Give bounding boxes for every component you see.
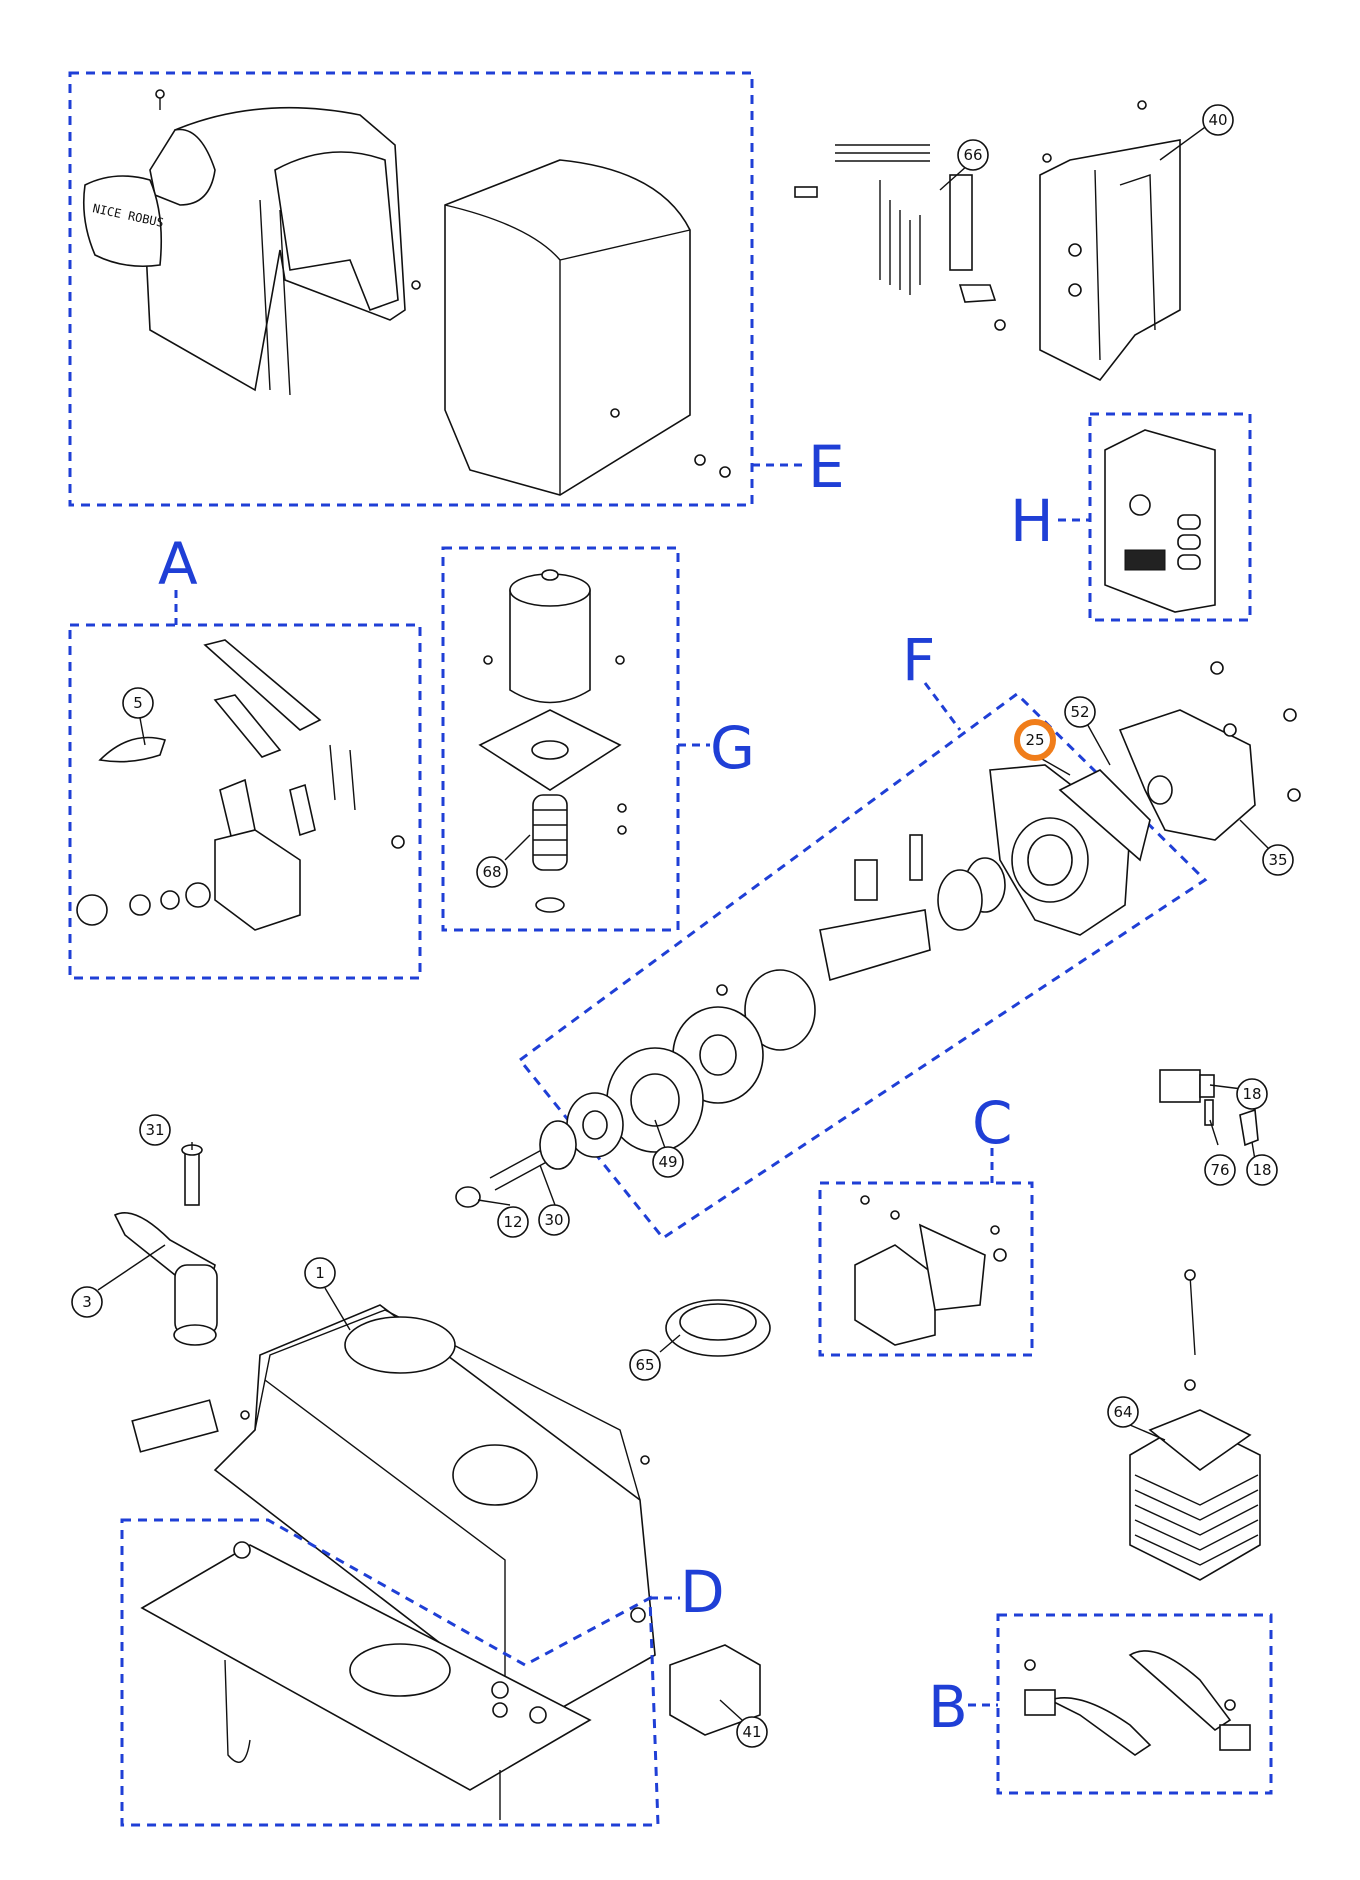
release-lever xyxy=(113,1144,218,1346)
group-e-box xyxy=(68,71,754,507)
group-b: B xyxy=(928,1613,1273,1795)
group-h-box xyxy=(1088,412,1252,622)
svg-text:18: 18 xyxy=(1252,1161,1271,1179)
svg-text:41: 41 xyxy=(742,1723,761,1741)
callout-12: 12 xyxy=(497,1206,529,1238)
group-h-label: H xyxy=(1010,487,1054,555)
group-e-label: E xyxy=(808,433,845,501)
group-f-box xyxy=(517,692,1208,1241)
group-h: H xyxy=(1010,412,1252,622)
seal-ring xyxy=(665,1299,771,1357)
svg-text:40: 40 xyxy=(1208,111,1227,129)
svg-text:49: 49 xyxy=(658,1153,677,1171)
svg-text:76: 76 xyxy=(1210,1161,1229,1179)
svg-text:65: 65 xyxy=(635,1356,654,1374)
control-board xyxy=(1104,429,1216,613)
svg-text:1: 1 xyxy=(315,1264,325,1282)
callout-5: 5 xyxy=(122,687,154,719)
wiring-harness xyxy=(794,144,1006,331)
connector-block xyxy=(1159,1069,1259,1147)
svg-text:52: 52 xyxy=(1070,703,1089,721)
group-g: G xyxy=(441,546,755,932)
callout-25-highlight xyxy=(1014,719,1056,761)
gearbox-assembly xyxy=(566,764,1151,1158)
rear-cover xyxy=(444,159,731,496)
callout-25: 25 xyxy=(1014,719,1056,761)
callout-52: 52 xyxy=(1064,696,1096,728)
svg-text:31: 31 xyxy=(145,1121,164,1139)
limit-switch-board xyxy=(854,1195,1007,1346)
motor xyxy=(478,569,627,913)
group-a-label: A xyxy=(158,530,198,598)
callout-30: 30 xyxy=(538,1204,570,1236)
svg-text:5: 5 xyxy=(133,694,143,712)
limit-brackets xyxy=(1024,1650,1251,1756)
callout-18-bottom: 18 xyxy=(1246,1154,1278,1186)
front-cover: NICE ROBUS xyxy=(82,89,421,396)
svg-text:3: 3 xyxy=(82,1293,92,1311)
callout-35: 35 xyxy=(1262,844,1294,876)
group-e: E NICE ROBUS xyxy=(68,71,845,507)
group-c-label: C xyxy=(972,1089,1013,1157)
group-d: D xyxy=(120,1518,761,1827)
base-casing xyxy=(131,1304,656,1721)
group-f: F xyxy=(517,626,1208,1241)
mounting-plate xyxy=(140,1541,646,1820)
callout-76: 76 xyxy=(1204,1154,1236,1186)
group-a: A xyxy=(68,530,422,980)
group-b-label: B xyxy=(928,1673,968,1741)
callout-65: 65 xyxy=(629,1349,661,1381)
svg-text:35: 35 xyxy=(1268,851,1287,869)
callout-40: 40 xyxy=(1202,104,1234,136)
release-mechanism xyxy=(76,639,405,931)
callout-68: 68 xyxy=(476,856,508,888)
callout-49: 49 xyxy=(652,1146,684,1178)
group-d-label: D xyxy=(680,1558,725,1626)
group-f-label: F xyxy=(902,626,935,694)
svg-text:66: 66 xyxy=(963,146,982,164)
svg-text:68: 68 xyxy=(482,863,501,881)
callout-1: 1 xyxy=(304,1257,336,1289)
svg-text:18: 18 xyxy=(1242,1085,1261,1103)
output-shaft xyxy=(455,1120,577,1208)
group-g-label: G xyxy=(710,714,755,782)
group-c: C xyxy=(818,1089,1034,1357)
svg-text:25: 25 xyxy=(1025,731,1044,749)
transformer xyxy=(1129,1269,1261,1581)
callout-66: 66 xyxy=(957,139,989,171)
group-g-box xyxy=(441,546,680,932)
svg-text:64: 64 xyxy=(1113,1403,1132,1421)
end-stop-block xyxy=(669,1644,761,1736)
callout-64: 64 xyxy=(1107,1396,1139,1428)
svg-text:30: 30 xyxy=(544,1211,563,1229)
callout-3: 3 xyxy=(71,1286,103,1318)
callout-18-top: 18 xyxy=(1236,1078,1268,1110)
end-cap xyxy=(1118,661,1301,841)
callout-31: 31 xyxy=(139,1114,171,1146)
group-b-box xyxy=(996,1613,1273,1795)
svg-text:12: 12 xyxy=(503,1213,522,1231)
callout-41: 41 xyxy=(736,1716,768,1748)
control-unit-housing xyxy=(1039,100,1181,382)
